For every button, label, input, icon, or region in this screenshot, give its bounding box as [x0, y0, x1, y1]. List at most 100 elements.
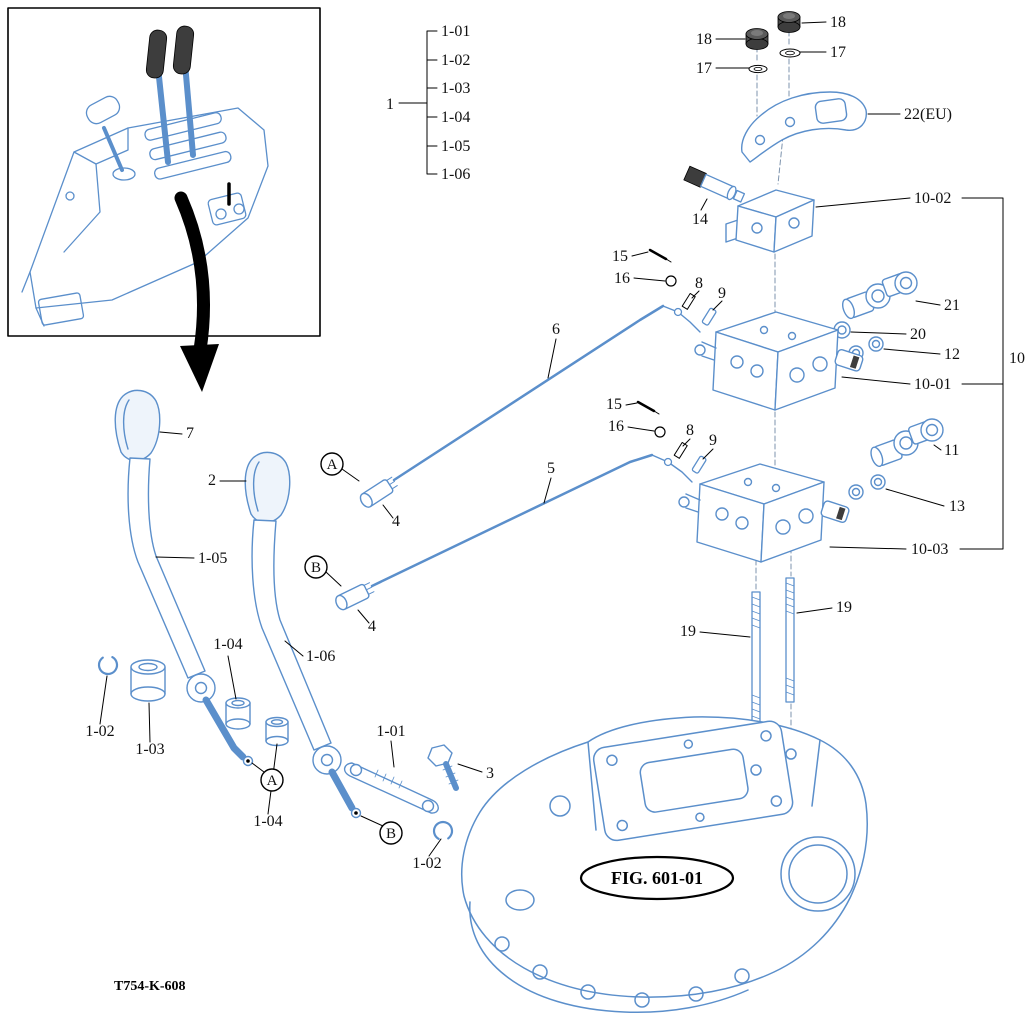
callout-18-right: 18 [830, 14, 846, 31]
bushing-1-04-lower [265, 716, 289, 747]
part-14 [683, 165, 746, 203]
callout-10-01: 10-01 [914, 376, 951, 393]
fitting-13-pair [848, 474, 886, 500]
callout-14: 14 [692, 211, 708, 228]
figure-caption: FIG. 601-01 [611, 868, 703, 888]
pin-8-lower [673, 441, 688, 459]
callout-18-left: 18 [696, 31, 712, 48]
leader-lines [99, 21, 945, 857]
nut-18-left [745, 28, 769, 50]
rod-end-4-upper [359, 476, 398, 508]
pin-8-upper [681, 292, 696, 310]
lever-1-06 [251, 519, 362, 819]
pin-9-lower [691, 455, 707, 474]
doc-code: T754-K-608 [114, 979, 186, 994]
svg-text:B: B [386, 826, 396, 842]
inset-lever-knob-left [145, 29, 168, 79]
ring-16-upper [665, 275, 677, 287]
parts-item-1-05: 1-05 [441, 138, 470, 155]
callout-4-lower: 4 [368, 618, 376, 635]
stud-19-right [785, 577, 795, 703]
callout-10-03: 10-03 [911, 541, 948, 558]
callout-16-upper: 16 [614, 270, 630, 287]
callout-10: 10 [1009, 350, 1025, 367]
callout-12: 12 [944, 346, 960, 363]
callout-9-upper: 9 [718, 285, 726, 302]
callout-10-02: 10-02 [914, 190, 951, 207]
inset-console-drawing [21, 49, 269, 327]
balloon-a-upper: A [320, 452, 344, 476]
zoom-arrow [174, 191, 219, 392]
callout-15-upper: 15 [612, 248, 628, 265]
callout-1-03: 1-03 [135, 741, 164, 758]
nut-18-right [777, 11, 801, 33]
callout-7: 7 [186, 425, 194, 442]
snap-ring-1-02-left [97, 654, 119, 676]
fitting-11-pair [870, 418, 944, 468]
pin-9-upper [701, 307, 717, 326]
parts-item-1-03: 1-03 [441, 80, 470, 97]
callout-1-01: 1-01 [376, 723, 405, 740]
callout-8-upper: 8 [695, 275, 703, 292]
callout-8-lower: 8 [686, 422, 694, 439]
snap-ring-1-02-bottom [432, 820, 454, 842]
callout-1-02-bottom: 1-02 [412, 855, 441, 872]
callout-1-06: 1-06 [306, 648, 335, 665]
callout-20: 20 [910, 326, 926, 343]
callout-3: 3 [486, 765, 494, 782]
parts-item-1-04: 1-04 [441, 109, 470, 126]
parts-list-bracket: 1 1-01 1-02 1-03 1-04 1-05 1-06 [386, 23, 470, 183]
callout-21: 21 [944, 297, 960, 314]
callout-2: 2 [208, 472, 216, 489]
rod-end-4-lower [335, 582, 375, 611]
svg-text:A: A [327, 457, 338, 473]
bolt-3 [427, 744, 459, 791]
ring-16-lower [654, 426, 666, 438]
pin-15-upper [648, 248, 672, 263]
rod-6-assembly [359, 304, 701, 508]
washer-17-right [779, 48, 801, 58]
callout-15-lower: 15 [606, 396, 622, 413]
bracket-22eu [741, 91, 867, 163]
valve-10-01 [694, 311, 864, 411]
grip-2 [244, 451, 291, 524]
valve-10-03 [678, 463, 850, 563]
callout-5: 5 [547, 460, 555, 477]
callout-11: 11 [944, 442, 959, 459]
callout-19-right: 19 [836, 599, 852, 616]
washer-17-left [748, 64, 768, 74]
callout-16-lower: 16 [608, 418, 624, 435]
inset-box [7, 7, 321, 337]
link-1-01 [343, 762, 439, 814]
parts-item-1-01: 1-01 [441, 23, 470, 40]
group-10-bracket [959, 197, 1004, 550]
balloon-b-lower: B [379, 821, 403, 845]
callout-6: 6 [552, 321, 560, 338]
bushing-1-03 [130, 659, 166, 702]
balloon-b-upper: B [304, 555, 328, 579]
callout-17-left: 17 [696, 60, 712, 77]
callout-22eu: 22(EU) [904, 106, 952, 123]
callout-17-right: 17 [830, 44, 846, 61]
inset-lever-knob-right [172, 25, 195, 75]
parts-item-1-06: 1-06 [441, 166, 470, 183]
grip-7 [114, 389, 161, 462]
block-10-02 [725, 189, 815, 253]
svg-text:B: B [311, 560, 321, 576]
pin-15-lower [636, 400, 660, 415]
rod-5-assembly [335, 453, 693, 611]
callout-9-lower: 9 [709, 432, 717, 449]
stud-19-left [751, 591, 761, 723]
svg-text:A: A [267, 773, 278, 789]
balloon-a-lower: A [260, 768, 284, 792]
callout-1-05: 1-05 [198, 550, 227, 567]
housing-drawing [461, 716, 868, 1014]
callout-13: 13 [949, 498, 965, 515]
callout-1-02-left: 1-02 [85, 723, 114, 740]
callout-1-04-lower: 1-04 [253, 813, 282, 830]
callout-19-left: 19 [680, 623, 696, 640]
callout-4-upper: 4 [392, 513, 400, 530]
parts-item-1-02: 1-02 [441, 52, 470, 69]
